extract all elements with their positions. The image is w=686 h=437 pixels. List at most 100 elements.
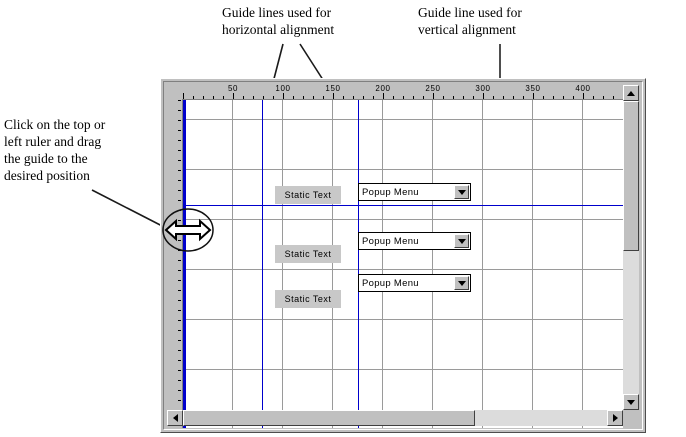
ruler-tick-minor xyxy=(323,96,324,99)
horizontal-scrollbar[interactable] xyxy=(167,410,623,426)
ruler-tick-minor xyxy=(543,96,544,99)
vertical-scrollbar[interactable] xyxy=(623,85,639,410)
ruler-tick-minor xyxy=(178,160,181,161)
ruler-tick-minor xyxy=(553,96,554,99)
static-text-label: Static Text xyxy=(284,190,332,200)
canvas-grid[interactable]: Static Text Static Text Static Text Popu… xyxy=(183,100,623,428)
popup-menu-label: Popup Menu xyxy=(362,235,419,247)
ruler-label-h-300: 300 xyxy=(475,85,491,93)
ruler-tick-minor xyxy=(178,170,181,171)
ruler-tick-minor xyxy=(178,130,181,131)
ruler-tick-minor xyxy=(178,150,181,151)
design-canvas[interactable]: Static Text Static Text Static Text Popu… xyxy=(182,99,623,428)
guide-line-horizontal-0[interactable] xyxy=(183,205,623,206)
popup-menu-control-3[interactable]: Popup Menu xyxy=(358,274,471,292)
guide-line-vertical-0[interactable] xyxy=(183,100,186,428)
guide-line-vertical-1[interactable] xyxy=(262,100,263,428)
ruler-tick-minor xyxy=(463,96,464,99)
vertical-scroll-thumb[interactable] xyxy=(623,101,639,251)
ruler-tick-minor xyxy=(523,96,524,99)
ruler-tick-minor xyxy=(593,96,594,99)
ruler-tick-minor xyxy=(178,220,181,221)
popup-menu-control-1[interactable]: Popup Menu xyxy=(358,183,471,201)
ruler-tick-minor xyxy=(178,350,181,351)
ruler-tick-minor xyxy=(503,96,504,99)
ruler-tick-minor xyxy=(613,96,614,99)
ruler-tick-minor xyxy=(373,96,374,99)
ruler-label-h-150: 150 xyxy=(325,85,341,93)
annotation-vertical-guide: Guide line used for vertical alignment xyxy=(418,5,522,37)
chevron-down-icon[interactable] xyxy=(454,276,469,290)
ruler-label-v-454: 454 xyxy=(167,155,168,170)
ruler-tick-minor xyxy=(513,96,514,99)
ruler-tick-minor xyxy=(223,96,224,99)
ruler-tick-minor xyxy=(473,96,474,99)
ruler-tick-minor xyxy=(178,200,181,201)
ruler-tick-major xyxy=(333,93,334,99)
ruler-tick-minor xyxy=(178,270,181,271)
ruler-tick-minor xyxy=(178,400,181,401)
ruler-tick-minor xyxy=(178,380,181,381)
chevron-down-icon[interactable] xyxy=(454,185,469,199)
ruler-label-h-50: 50 xyxy=(227,85,239,93)
ruler-label-h-200: 200 xyxy=(375,85,391,93)
ruler-tick-minor xyxy=(253,96,254,99)
scroll-right-icon[interactable] xyxy=(607,410,623,426)
scroll-up-icon[interactable] xyxy=(623,85,639,101)
guide-line-vertical-2[interactable] xyxy=(358,100,359,428)
ruler-tick-major xyxy=(533,93,534,99)
popup-menu-label: Popup Menu xyxy=(362,186,419,198)
static-text-label: Static Text xyxy=(284,294,332,304)
scroll-down-icon[interactable] xyxy=(623,394,639,410)
ruler-tick-minor xyxy=(443,96,444,99)
ruler-tick-minor xyxy=(178,340,181,341)
ruler-tick-minor xyxy=(493,96,494,99)
static-text-control-2[interactable]: Static Text xyxy=(275,245,341,263)
vertical-scroll-track[interactable] xyxy=(623,101,639,394)
ruler-tick-minor xyxy=(178,310,181,311)
ruler-tick-minor xyxy=(178,140,181,141)
chevron-down-icon[interactable] xyxy=(454,234,469,248)
static-text-label: Static Text xyxy=(284,249,332,259)
ruler-tick-major xyxy=(183,93,184,99)
annotation-ruler-hint: Click on the top or left ruler and drag … xyxy=(4,117,106,183)
ruler-tick-minor xyxy=(563,96,564,99)
ruler-tick-minor xyxy=(273,96,274,99)
ruler-tick-major xyxy=(233,93,234,99)
static-text-control-1[interactable]: Static Text xyxy=(275,186,341,204)
ruler-tick-minor xyxy=(413,96,414,99)
horizontal-scroll-thumb[interactable] xyxy=(183,410,475,426)
ruler-label-v-354: 354 xyxy=(167,271,168,286)
ruler-tick-minor xyxy=(178,120,181,121)
popup-menu-control-2[interactable]: Popup Menu xyxy=(358,232,471,250)
horizontal-scroll-track[interactable] xyxy=(183,410,607,426)
ruler-tick-major xyxy=(433,93,434,99)
ruler-corner xyxy=(167,85,183,100)
ruler-tick-minor xyxy=(303,96,304,99)
ruler-tick-minor xyxy=(603,96,604,99)
ruler-tick-major xyxy=(383,93,384,99)
ruler-tick-minor xyxy=(178,290,181,291)
ruler-tick-minor xyxy=(573,96,574,99)
ruler-tick-minor xyxy=(363,96,364,99)
scroll-left-icon[interactable] xyxy=(167,410,183,426)
ruler-tick-minor xyxy=(178,280,181,281)
static-text-control-3[interactable]: Static Text xyxy=(275,290,341,308)
ruler-tick-minor xyxy=(178,300,181,301)
ruler-label-h-350: 350 xyxy=(525,85,541,93)
ruler-tick-minor xyxy=(178,320,181,321)
horizontal-resize-cursor xyxy=(162,208,214,252)
vertical-ruler[interactable]: 454404354304254204 xyxy=(167,100,181,428)
ruler-label-v-254: 254 xyxy=(167,387,168,402)
ruler-tick-minor xyxy=(178,370,181,371)
ruler-tick-minor xyxy=(178,100,181,101)
ruler-tick-minor xyxy=(403,96,404,99)
ruler-tick-minor xyxy=(243,96,244,99)
ruler-tick-minor xyxy=(178,110,181,111)
ruler-tick-minor xyxy=(178,240,181,241)
ruler-tick-minor xyxy=(353,96,354,99)
ruler-tick-minor xyxy=(343,96,344,99)
